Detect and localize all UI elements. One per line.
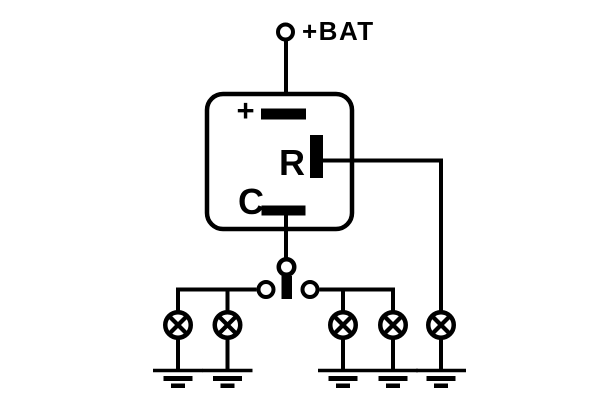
wire-left-bus — [176, 287, 257, 312]
wire-right-bus — [319, 287, 395, 312]
switch — [256, 257, 320, 299]
relay-r-terminal-bar — [310, 135, 323, 178]
relay-plus-label: + — [236, 93, 254, 128]
ground-bar-mid — [426, 376, 456, 381]
relay-plus-terminal-bar — [261, 108, 306, 120]
ground-symbol — [318, 368, 368, 388]
ground-symbol — [153, 368, 203, 388]
ground-symbol — [368, 368, 418, 388]
lamp-cross-line — [430, 314, 452, 336]
ground-bar-bottom — [220, 383, 235, 388]
lamp-right-outer — [378, 310, 408, 340]
switch-pivot-terminal — [276, 257, 297, 277]
ground-bar-bottom — [386, 383, 400, 388]
relay-c-label: C — [238, 181, 264, 222]
ground-symbol — [202, 368, 253, 388]
wire-r-to-pilot-lamp — [320, 158, 443, 312]
ground-bar-bottom — [434, 383, 448, 388]
lamp-right-inner — [328, 310, 358, 340]
lamp-cross-line — [167, 314, 189, 336]
relay-c-terminal-bar — [261, 205, 306, 216]
lamp-left-outer — [163, 310, 193, 340]
ground-bar-mid — [163, 376, 193, 381]
switch-contact-right — [300, 280, 320, 299]
battery-label: +BAT — [302, 16, 375, 46]
schematic-root: +BAT + R C — [153, 16, 466, 388]
lamp-cross-line — [332, 314, 354, 336]
ground-symbol — [416, 368, 466, 388]
lamp-cross-line — [382, 314, 404, 336]
relay-r-label: R — [279, 142, 305, 183]
lamp-left-inner — [212, 310, 243, 340]
ground-bar-mid — [328, 376, 358, 381]
ground-bar-bottom — [336, 383, 350, 388]
switch-lever — [281, 276, 292, 299]
switch-contact-left — [256, 280, 276, 299]
lamp-pilot — [426, 310, 456, 340]
battery-terminal — [276, 22, 295, 42]
ground-bar-bottom — [171, 383, 185, 388]
ground-bar-mid — [378, 376, 408, 381]
ground-bar-mid — [213, 376, 242, 381]
lamp-cross-line — [217, 314, 238, 336]
